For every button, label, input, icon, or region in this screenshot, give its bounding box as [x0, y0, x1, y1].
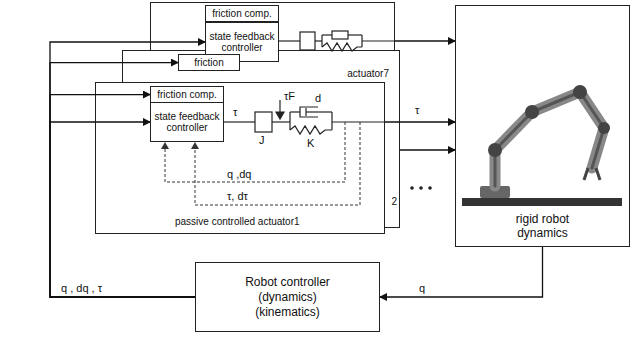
robot-box: rigid robot dynamics [455, 5, 630, 247]
feedback-arrowheads [161, 142, 199, 149]
node-text: Robot controller [196, 275, 379, 290]
robot-controller-box: Robot controller(dynamics)(kinematics) [195, 262, 380, 332]
node-text: actuator7 [347, 68, 389, 79]
connector [385, 121, 455, 122]
signal-label: τ, dτ [226, 190, 249, 202]
node-text: 2 [391, 196, 397, 207]
friction-comp-box: friction comp. [205, 5, 279, 22]
signal-label: K [306, 137, 315, 149]
actuator1-drive-sketch [224, 100, 385, 134]
node-text: friction [194, 57, 223, 68]
actuator-box: passive controlled actuator1 friction com… [95, 82, 385, 234]
connector [395, 40, 455, 41]
node-text: friction comp. [212, 8, 271, 19]
node-text: state feedback controller [208, 31, 276, 53]
node-text: passive controlled actuator1 [175, 216, 300, 227]
signal-label: τ [232, 106, 238, 118]
connector [50, 42, 205, 297]
signal-label: τF [283, 90, 296, 102]
node-text: state feedback controller [153, 111, 221, 133]
connector [380, 247, 543, 297]
friction-comp-box: friction comp. [150, 86, 224, 103]
node-text: (kinematics) [196, 305, 379, 320]
signal-label: J [258, 134, 266, 146]
robot-arm-illustration [462, 85, 622, 206]
signal-label: τ [414, 104, 420, 116]
node-text: friction comp. [157, 89, 216, 100]
node-text: rigid robot dynamics [498, 212, 588, 240]
connector [50, 122, 195, 297]
actuator7-drive-sketch [279, 31, 395, 51]
signal-label: q ,dq [226, 168, 252, 180]
signal-label: q , dq , τ [60, 282, 103, 294]
signal-label: q [418, 282, 426, 294]
node-text: (dynamics) [196, 290, 379, 305]
connector [400, 149, 455, 150]
friction-comp-box: friction [178, 54, 240, 71]
actuator-outline [96, 83, 385, 234]
continuation-dots [410, 186, 432, 190]
signal-label: d [314, 92, 322, 104]
controller-box: state feedback controller [150, 102, 224, 142]
